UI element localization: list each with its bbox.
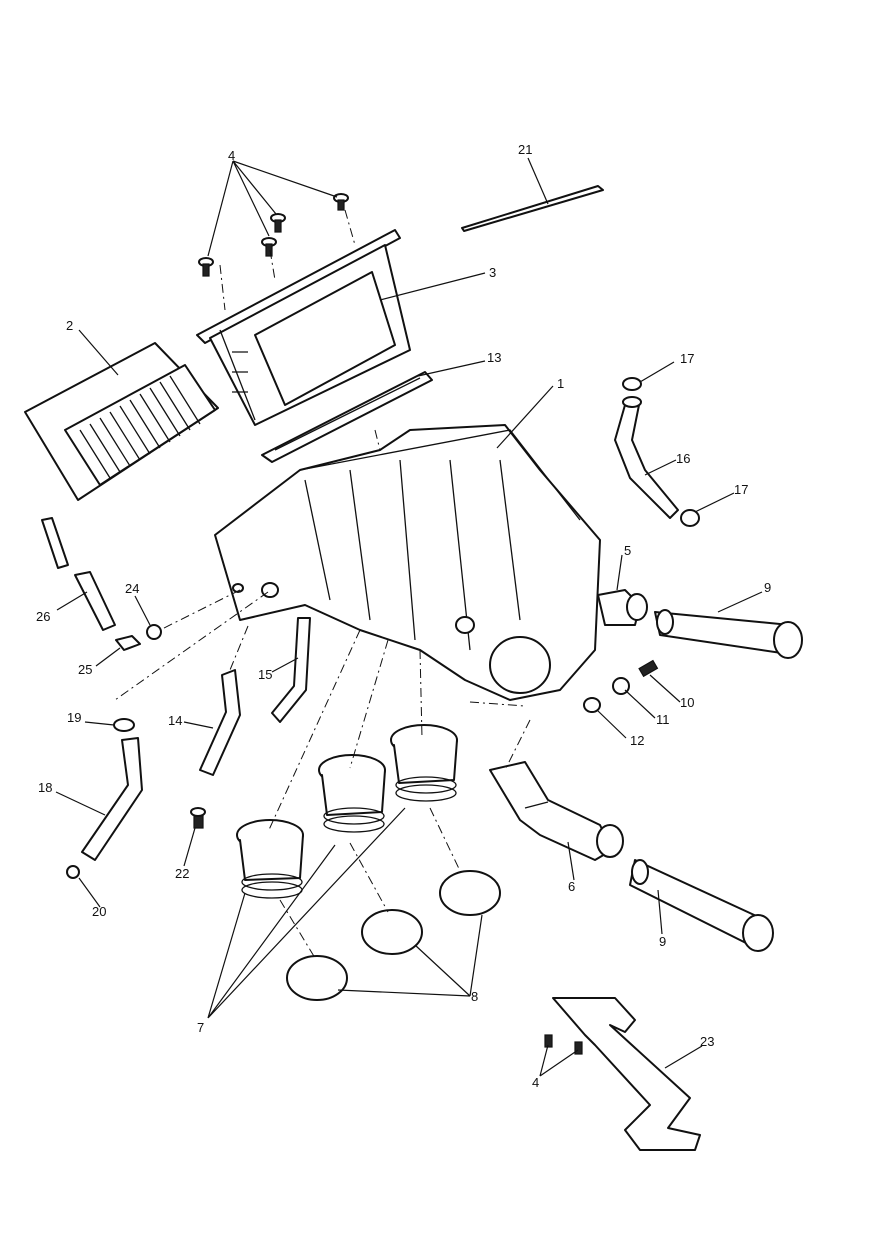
callout-7: 7 bbox=[197, 1020, 204, 1035]
callout-22: 22 bbox=[175, 866, 189, 881]
part-16-breather-hose bbox=[614, 396, 679, 519]
callout-labels: 1 2 3 4 4 5 6 7 8 9 9 10 11 12 13 14 15 … bbox=[36, 142, 771, 1090]
part-21-cable-tie bbox=[461, 185, 604, 232]
part-24-nut bbox=[146, 624, 162, 640]
part-17-clips bbox=[622, 377, 700, 527]
callout-20: 20 bbox=[92, 904, 106, 919]
callout-3: 3 bbox=[489, 265, 496, 280]
part-9-intake-tube-upper bbox=[654, 609, 803, 659]
part-4-screws-top bbox=[198, 193, 349, 277]
part-10-screw bbox=[638, 659, 659, 678]
part-2-air-filter bbox=[24, 342, 219, 501]
part-4-screws-bracket bbox=[544, 1034, 583, 1055]
part-12-nut bbox=[583, 697, 601, 713]
callout-9-upper: 9 bbox=[764, 580, 771, 595]
part-19-clip bbox=[113, 718, 135, 732]
part-15-hose bbox=[271, 617, 311, 723]
part-7-intake-boots bbox=[236, 724, 458, 899]
part-5-duct-stub bbox=[597, 589, 648, 626]
callout-4-top: 4 bbox=[228, 148, 235, 163]
callout-25: 25 bbox=[78, 662, 92, 677]
part-20-cap bbox=[66, 865, 80, 879]
callout-17-lower: 17 bbox=[734, 482, 748, 497]
part-6-lower-duct bbox=[489, 761, 624, 861]
callout-1: 1 bbox=[557, 376, 564, 391]
callout-10: 10 bbox=[680, 695, 694, 710]
callout-5: 5 bbox=[624, 543, 631, 558]
callout-4-bracket: 4 bbox=[532, 1075, 539, 1090]
callout-18: 18 bbox=[38, 780, 52, 795]
callout-8: 8 bbox=[471, 989, 478, 1004]
callout-13: 13 bbox=[487, 350, 501, 365]
leader-lines bbox=[55, 157, 763, 1077]
part-14-hose bbox=[199, 669, 241, 776]
filter-pleats bbox=[79, 375, 201, 479]
callout-12: 12 bbox=[630, 733, 644, 748]
callout-11: 11 bbox=[656, 712, 670, 727]
part-13-gasket bbox=[261, 371, 433, 463]
part-23-bracket bbox=[552, 997, 701, 1151]
part-3-airbox-lid bbox=[196, 229, 411, 426]
callout-15: 15 bbox=[258, 667, 272, 682]
callout-9-lower: 9 bbox=[659, 934, 666, 949]
part-8-o-rings bbox=[286, 870, 501, 1001]
part-18-hose bbox=[81, 737, 143, 861]
callout-26: 26 bbox=[36, 609, 50, 624]
callout-16: 16 bbox=[676, 451, 690, 466]
part-26-drain-tube bbox=[41, 517, 116, 631]
callout-17-upper: 17 bbox=[680, 351, 694, 366]
part-25-fitting bbox=[115, 635, 141, 651]
part-9-intake-tube-lower bbox=[629, 859, 774, 952]
callout-6: 6 bbox=[568, 879, 575, 894]
callout-24: 24 bbox=[125, 581, 139, 596]
callout-23: 23 bbox=[700, 1034, 714, 1049]
callout-19: 19 bbox=[67, 710, 81, 725]
part-22-screw bbox=[190, 807, 206, 829]
assembly-lines bbox=[114, 209, 531, 959]
callout-21: 21 bbox=[518, 142, 532, 157]
part-1-airbox bbox=[214, 424, 601, 701]
callout-14: 14 bbox=[168, 713, 182, 728]
callout-2: 2 bbox=[66, 318, 73, 333]
